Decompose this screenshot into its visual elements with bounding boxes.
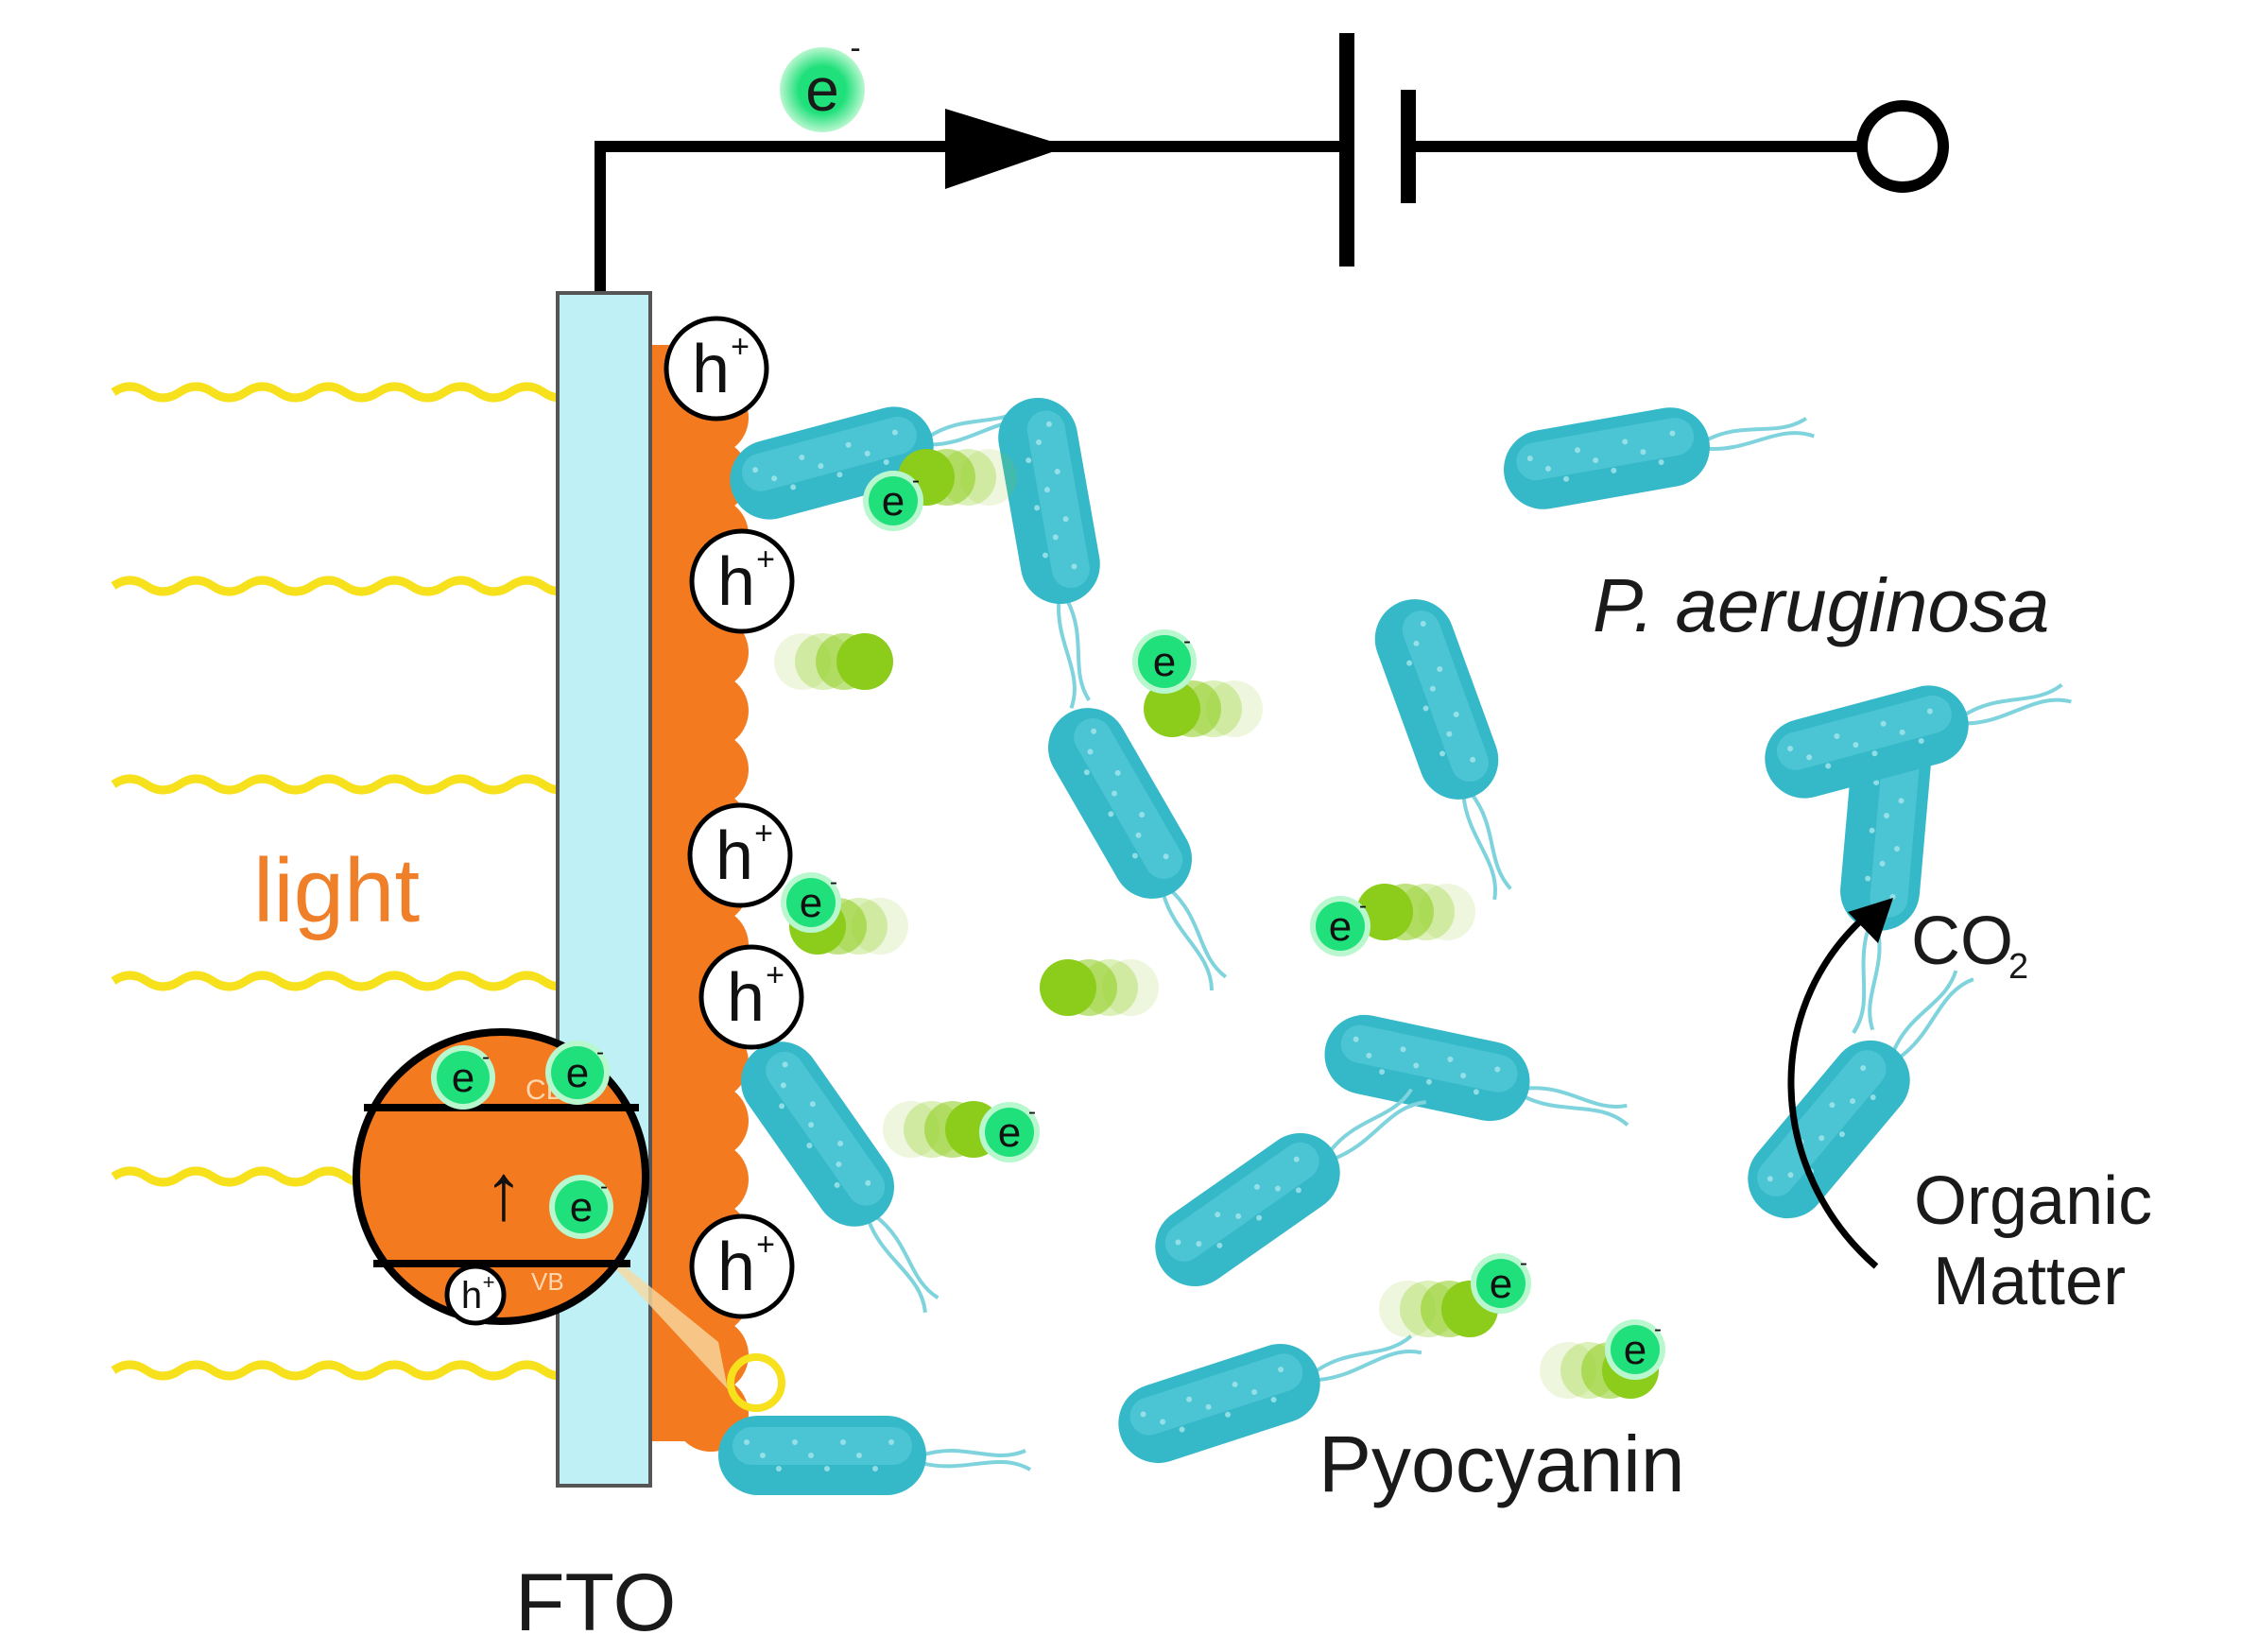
svg-text:-: - [596, 1040, 604, 1065]
electron-4: e- [1310, 893, 1370, 956]
svg-text:e: e [1490, 1261, 1512, 1307]
hole-6: h+ [444, 1264, 507, 1326]
bacterium-9 [1324, 1014, 1629, 1127]
organic-matter-line2: Matter [1933, 1244, 2126, 1319]
electron-8: e- [431, 1044, 495, 1110]
electron-5: e- [979, 1099, 1040, 1162]
electron-1: e- [863, 468, 923, 531]
svg-text:-: - [1028, 1099, 1036, 1125]
electrons: e-e-e-e-e-e-e-e-e-e- [431, 468, 1665, 1380]
svg-text:e: e [1624, 1327, 1646, 1373]
light-wave-2 [111, 556, 612, 616]
circuit-electron: e - [780, 30, 865, 132]
bacterium-3 [1504, 407, 1815, 509]
svg-text:h: h [692, 332, 730, 407]
svg-text:+: + [754, 816, 773, 852]
vb-label: VB [531, 1267, 564, 1296]
svg-text:+: + [766, 957, 784, 993]
bacterium-11 [1748, 970, 1974, 1219]
light-wave-3 [111, 754, 612, 815]
bacteria-population [718, 398, 2072, 1495]
svg-text:-: - [600, 1174, 608, 1199]
light-label: light [253, 840, 420, 941]
svg-text:+: + [483, 1270, 495, 1294]
organic-matter-line1: Organic [1914, 1163, 2152, 1239]
holes: h+h+h+h+h+h+ [444, 316, 804, 1326]
svg-text:e: e [800, 880, 822, 926]
bacterium-13 [1118, 1334, 1422, 1464]
electron-symbol: e [805, 56, 839, 124]
co2-subscript: 2 [2008, 947, 2028, 987]
co2-arrowhead-icon [1848, 898, 1893, 943]
circuit-terminal [1856, 100, 1949, 193]
svg-text:e: e [1329, 903, 1352, 950]
co2-text: CO [1911, 903, 2013, 979]
hole-3: h+ [687, 802, 793, 908]
electron-charge: - [850, 30, 860, 66]
svg-text:-: - [1359, 893, 1367, 919]
svg-text:h: h [717, 544, 755, 620]
hole-5: h+ [689, 1213, 795, 1319]
svg-text:+: + [731, 329, 750, 365]
bacterium-8 [740, 1041, 939, 1314]
pyocyanin-5 [1356, 884, 1475, 940]
pyocyanin-1 [898, 449, 1017, 506]
svg-text:-: - [912, 468, 920, 493]
light-wave-4 [111, 951, 612, 1011]
bacterium-4 [1374, 599, 1512, 901]
pyocyanin-molecules [774, 449, 1659, 1399]
pyocyanin-3 [1144, 680, 1263, 737]
hole-2: h+ [689, 528, 795, 634]
electron-2: e- [1132, 628, 1197, 694]
bacterium-2 [998, 398, 1100, 709]
highlighted-particle [727, 1353, 785, 1412]
svg-text:e: e [998, 1110, 1021, 1156]
species-label: P. aeruginosa [1593, 563, 2049, 647]
bacterium-12 [718, 1416, 1031, 1495]
svg-text:e: e [882, 478, 905, 525]
pyocyanin-label: Pyocyanin [1319, 1420, 1685, 1508]
bacterium-7 [1765, 682, 2072, 799]
svg-text:+: + [756, 542, 775, 577]
svg-text:e: e [570, 1184, 593, 1230]
light-wave-1 [111, 362, 612, 422]
svg-text:-: - [1183, 628, 1191, 654]
svg-text:+: + [756, 1227, 775, 1263]
organic-to-co2-arrow [1787, 904, 1879, 1269]
svg-text:h: h [727, 960, 765, 1036]
svg-text:h: h [461, 1275, 482, 1316]
pyocyanin-6 [1040, 959, 1159, 1016]
pyocyanin-7 [883, 1101, 1002, 1158]
bacterium-10 [1155, 1088, 1427, 1287]
svg-text:-: - [1654, 1316, 1662, 1342]
svg-text:-: - [1520, 1250, 1527, 1276]
electron-7: e- [1605, 1316, 1665, 1380]
svg-text:-: - [830, 869, 837, 895]
electron-10: e- [549, 1174, 613, 1239]
electron-9: e- [545, 1040, 610, 1105]
hole-1: h+ [664, 316, 769, 422]
electron-6: e- [1471, 1250, 1531, 1314]
svg-text:h: h [715, 818, 753, 894]
external-circuit: e - [595, 30, 1949, 293]
circuit-wire-left [595, 141, 1347, 293]
electron-3: e- [781, 869, 841, 933]
excitation-arrow-icon: ↑ [484, 1147, 524, 1236]
svg-text:e: e [1153, 639, 1176, 685]
svg-text:e: e [566, 1050, 589, 1096]
hole-4: h+ [698, 944, 804, 1050]
svg-text:-: - [482, 1044, 490, 1070]
svg-text:e: e [452, 1055, 474, 1101]
fto-label: FTO [515, 1557, 676, 1648]
pyocyanin-2 [774, 633, 893, 690]
current-direction-arrow [945, 109, 1068, 189]
bacterium-5 [1048, 708, 1228, 991]
svg-text:h: h [717, 1230, 755, 1305]
light-wave-6 [111, 1340, 612, 1401]
co2-label: CO 2 [1911, 903, 2028, 987]
